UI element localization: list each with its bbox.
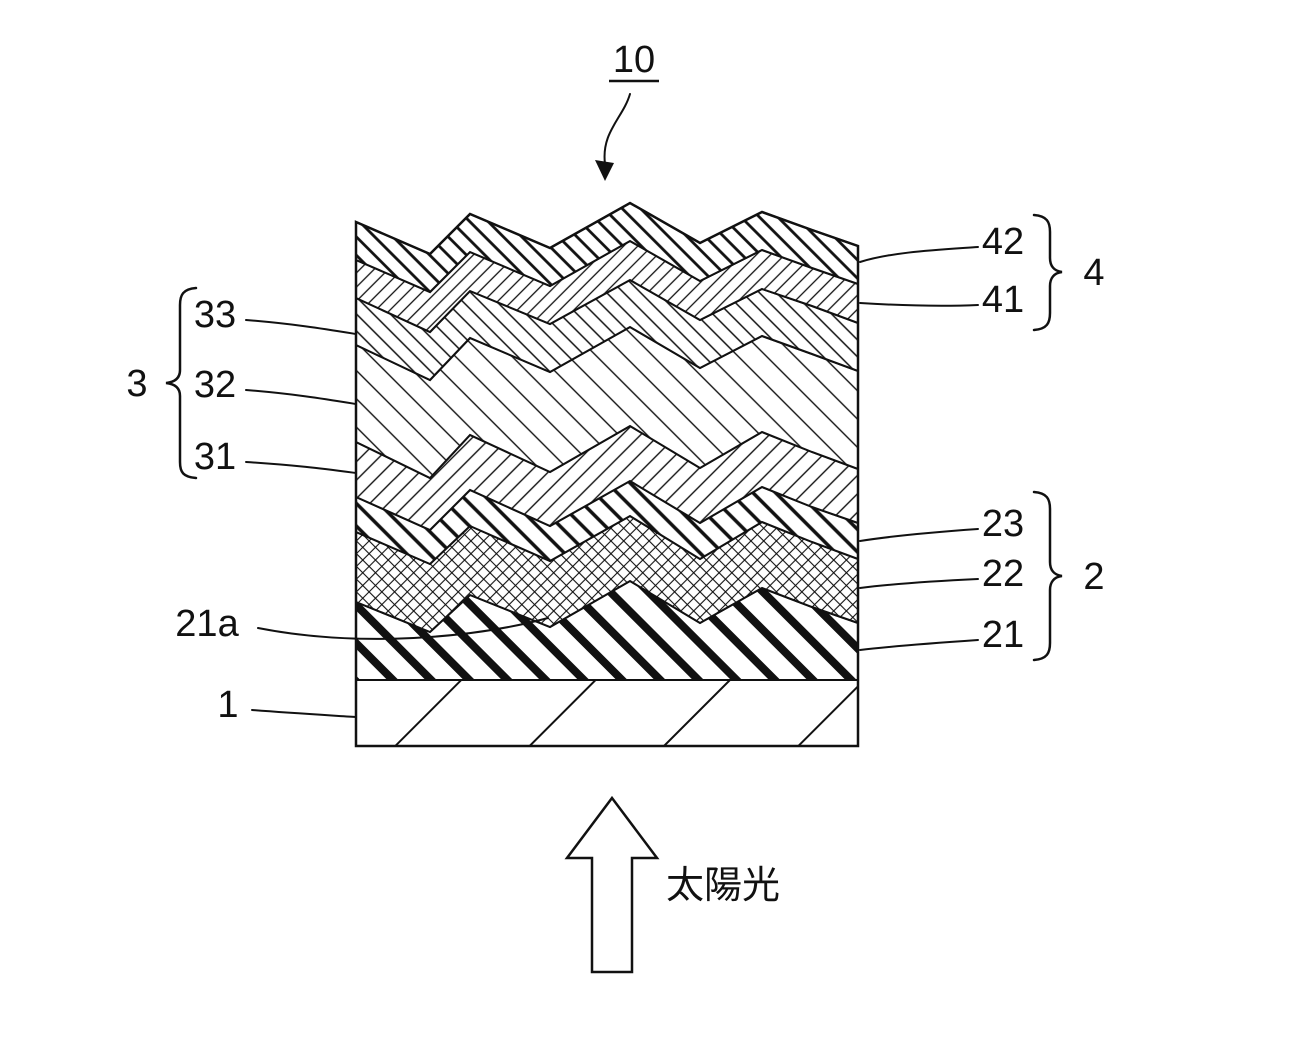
sunlight-label: 太陽光 [666, 863, 780, 907]
label-group-3: 3 [126, 363, 147, 405]
label-group-2: 2 [1083, 556, 1104, 598]
label-group-4: 4 [1083, 252, 1104, 294]
brace-group-4 [1032, 213, 1063, 332]
leader-41 [859, 302, 979, 307]
brace-group-3 [165, 286, 198, 480]
label-41: 41 [982, 279, 1024, 321]
leader-21a [257, 617, 549, 640]
leader-32 [245, 389, 357, 405]
label-31: 31 [194, 436, 236, 478]
leader-1 [251, 709, 357, 718]
label-21a: 21a [175, 603, 239, 645]
leader-31 [245, 461, 357, 474]
layer-1-substrate [355, 679, 859, 747]
leader-23 [859, 528, 979, 542]
label-10: 10 [613, 39, 655, 81]
figure-reference: 10 [595, 39, 659, 181]
leader-22 [859, 578, 979, 589]
label-32: 32 [194, 364, 236, 406]
group-braces [165, 213, 1063, 662]
reference-arrowhead-icon [595, 160, 614, 181]
layer-stack [354, 201, 860, 748]
leader-lines [245, 246, 979, 718]
reference-arrow-line [603, 93, 631, 165]
brace-group-2 [1032, 490, 1063, 662]
label-33: 33 [194, 294, 236, 336]
leader-33 [245, 319, 357, 335]
leader-21 [859, 639, 979, 651]
label-22: 22 [982, 553, 1024, 595]
reference-labels: 42 41 4 33 32 31 3 23 22 2 21 21a 1 [126, 221, 1104, 726]
sunlight-annotation: 太陽光 [564, 795, 780, 974]
label-42: 42 [982, 221, 1024, 263]
stack-outline [354, 201, 860, 748]
leader-42 [859, 246, 979, 263]
sunlight-arrow-icon [564, 795, 660, 974]
label-21: 21 [982, 614, 1024, 656]
label-1: 1 [217, 684, 238, 726]
label-23: 23 [982, 503, 1024, 545]
